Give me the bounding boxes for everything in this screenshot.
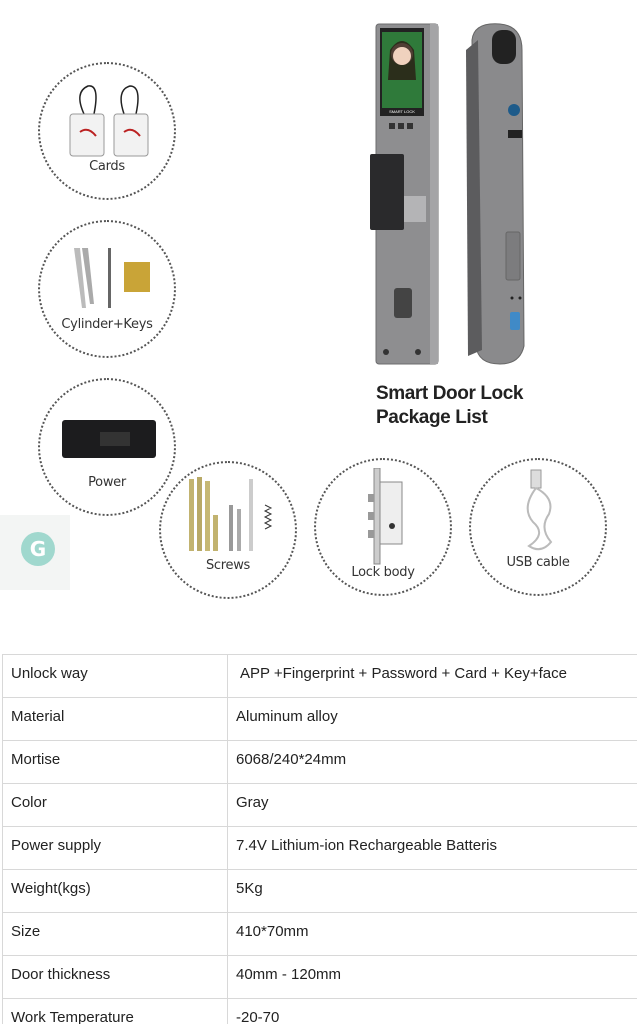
- spec-value: APP +Fingerprint + Password + Card + Key…: [227, 654, 637, 698]
- spec-value: Gray: [227, 783, 637, 827]
- package-item-power: Power: [38, 378, 176, 516]
- spec-value: 40mm - 120mm: [227, 955, 637, 999]
- package-item-cylinder-keys: Cylinder+Keys: [38, 220, 176, 358]
- spec-row: Weight(kgs)5Kg: [2, 869, 637, 913]
- cylinder-keys-image: [74, 248, 150, 308]
- package-item-usb-cable: USB cable: [469, 458, 607, 596]
- spec-value: -20-70: [227, 998, 637, 1024]
- usb-cable-label: USB cable: [506, 555, 570, 570]
- spec-value: 410*70mm: [227, 912, 637, 956]
- smart-door-lock-image: SMART LOCK: [370, 23, 525, 365]
- spec-value: 5Kg: [227, 869, 637, 913]
- spec-key: Size: [2, 912, 228, 956]
- g-logo-icon: G: [21, 532, 55, 566]
- logo-area: G: [0, 515, 70, 590]
- spec-key: Color: [2, 783, 228, 827]
- spec-key: Power supply: [2, 826, 228, 870]
- spec-key: Mortise: [2, 740, 228, 784]
- cylinder-keys-label: Cylinder+Keys: [61, 317, 153, 332]
- battery-box-image: [62, 420, 156, 458]
- usb-cable-image: [526, 469, 553, 551]
- lock-body-label: Lock body: [351, 565, 415, 580]
- screws-label: Screws: [205, 558, 251, 573]
- package-item-lock-body: Lock body: [314, 458, 452, 596]
- lock-body-image: [368, 468, 403, 565]
- spec-key: Material: [2, 697, 228, 741]
- cards-label: Cards: [89, 159, 125, 174]
- cards-image: [69, 85, 149, 157]
- title-line-2: Package List: [376, 407, 488, 428]
- spec-row: Work Temperature-20-70: [2, 998, 637, 1024]
- spec-value: Aluminum alloy: [227, 697, 637, 741]
- svg-text:G: G: [30, 537, 46, 561]
- spec-key: Weight(kgs): [2, 869, 228, 913]
- package-item-screws: Screws: [159, 461, 297, 599]
- title-line-1: Smart Door Lock: [376, 383, 524, 404]
- package-list-title: Smart Door Lock Package List: [376, 382, 523, 430]
- screen-text: SMART LOCK: [389, 109, 415, 114]
- package-item-cards: Cards: [38, 62, 176, 200]
- power-label: Power: [88, 475, 126, 490]
- spec-value: 7.4V Lithium-ion Rechargeable Batteris: [227, 826, 637, 870]
- spec-value: 6068/240*24mm: [227, 740, 637, 784]
- spec-key: Work Temperature: [2, 998, 228, 1024]
- spec-key: Door thickness: [2, 955, 228, 999]
- screws-image: [189, 477, 273, 551]
- spec-key: Unlock way: [2, 654, 228, 698]
